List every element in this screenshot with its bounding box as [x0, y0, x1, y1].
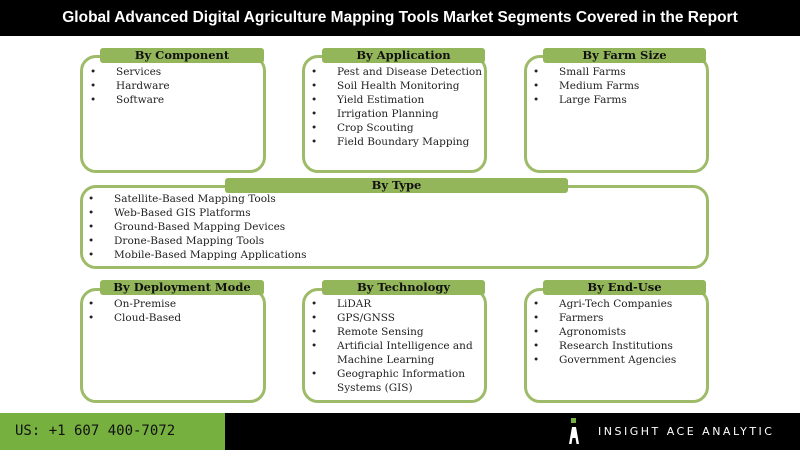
list-item: Soil Health Monitoring [311, 79, 482, 93]
end-use-header: By End-Use [543, 280, 706, 295]
list-item: Crop Scouting [311, 121, 482, 135]
component-list: ServicesHardwareSoftware [90, 65, 170, 107]
list-item: Agri-Tech Companies [533, 297, 676, 311]
farm-size-header: By Farm Size [543, 48, 706, 63]
list-item: Geographic Information Systems (GIS) [311, 367, 481, 395]
list-item: Medium Farms [533, 79, 639, 93]
list-item: Small Farms [533, 65, 639, 79]
list-item: Drone-Based Mapping Tools [88, 234, 306, 248]
list-item: LiDAR [311, 297, 481, 311]
end-use-list: Agri-Tech CompaniesFarmersAgronomistsRes… [533, 297, 676, 367]
list-item: Satellite-Based Mapping Tools [88, 192, 306, 206]
list-item: Research Institutions [533, 339, 676, 353]
list-item: Services [90, 65, 170, 79]
list-item: Web-Based GIS Platforms [88, 206, 306, 220]
page-title: Global Advanced Digital Agriculture Mapp… [0, 0, 800, 36]
list-item: Remote Sensing [311, 325, 481, 339]
list-item: Ground-Based Mapping Devices [88, 220, 306, 234]
list-item: Cloud-Based [88, 311, 181, 325]
list-item: Hardware [90, 79, 170, 93]
list-item: Mobile-Based Mapping Applications [88, 248, 306, 262]
insight-ace-logo-icon [569, 418, 579, 444]
list-item: Software [90, 93, 170, 107]
component-header: By Component [100, 48, 264, 63]
deployment-list: On-PremiseCloud-Based [88, 297, 181, 325]
type-list: Satellite-Based Mapping ToolsWeb-Based G… [88, 192, 306, 262]
list-item: Artificial Intelligence and Machine Lear… [311, 339, 481, 367]
technology-list: LiDARGPS/GNSSRemote SensingArtificial In… [311, 297, 481, 395]
technology-header: By Technology [322, 280, 485, 295]
footer-brand-bar: INSIGHT ACE ANALYTIC [225, 413, 800, 450]
list-item: Agronomists [533, 325, 676, 339]
phone-number: US: +1 607 400-7072 [0, 413, 225, 450]
type-header: By Type [225, 178, 568, 193]
list-item: GPS/GNSS [311, 311, 481, 325]
list-item: On-Premise [88, 297, 181, 311]
farm-size-list: Small FarmsMedium FarmsLarge Farms [533, 65, 639, 107]
application-list: Pest and Disease DetectionSoil Health Mo… [311, 65, 482, 149]
list-item: Irrigation Planning [311, 107, 482, 121]
list-item: Field Boundary Mapping [311, 135, 482, 149]
list-item: Yield Estimation [311, 93, 482, 107]
list-item: Pest and Disease Detection [311, 65, 482, 79]
deployment-header: By Deployment Mode [100, 280, 264, 295]
list-item: Large Farms [533, 93, 639, 107]
list-item: Government Agencies [533, 353, 676, 367]
application-header: By Application [322, 48, 485, 63]
list-item: Farmers [533, 311, 676, 325]
brand-name: INSIGHT ACE ANALYTIC [598, 425, 775, 438]
